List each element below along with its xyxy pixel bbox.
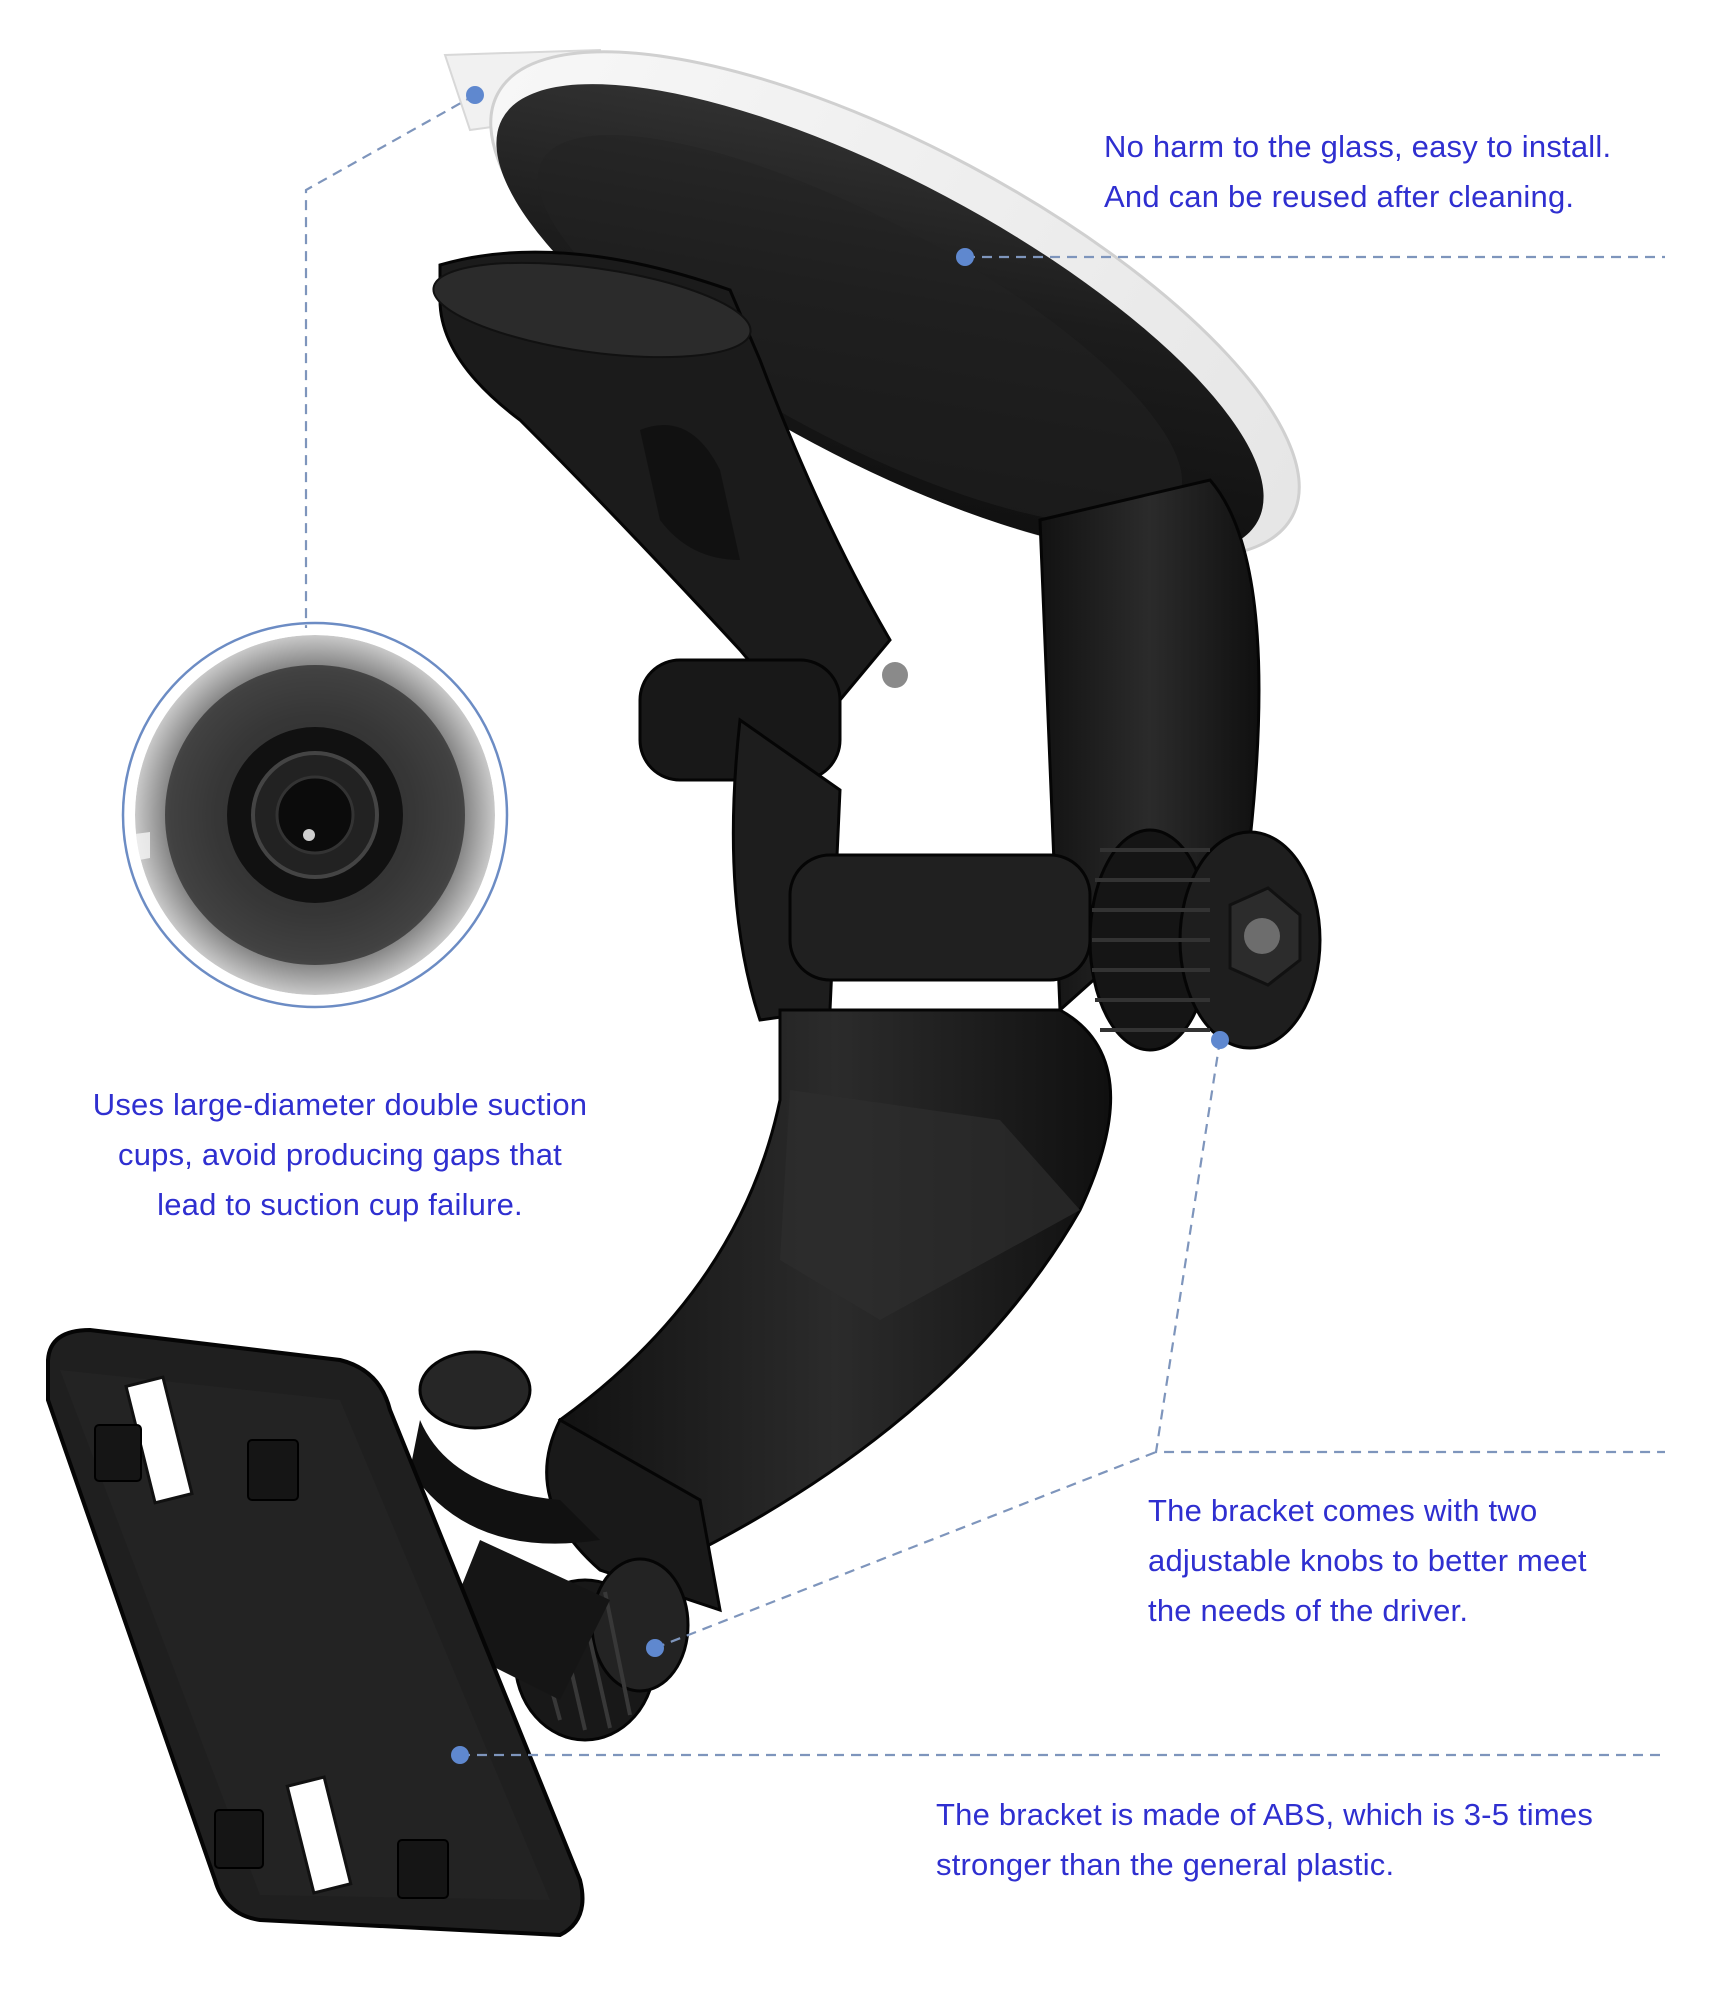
- callout-abs-material: The bracket is made of ABS, which is 3-5…: [936, 1790, 1593, 1890]
- callout-line: cups, avoid producing gaps that: [118, 1137, 562, 1172]
- curved-arm: [410, 1008, 1113, 1613]
- callout-suction-glass: No harm to the glass, easy to install. A…: [1104, 122, 1611, 222]
- mounting-plate: [46, 1327, 585, 1938]
- callout-line: adjustable knobs to better meet: [1148, 1543, 1587, 1578]
- callout-line: stronger than the general plastic.: [936, 1847, 1395, 1882]
- callout-adjustable-knobs: The bracket comes with two adjustable kn…: [1148, 1486, 1587, 1636]
- suction-cup: [443, 48, 1301, 560]
- leader-lines: [304, 94, 1665, 1757]
- callout-line: The bracket comes with two: [1148, 1493, 1538, 1528]
- suction-lever: [432, 250, 908, 782]
- suction-cup-closeup: [121, 621, 509, 1009]
- callout-double-suction: Uses large-diameter double suction cups,…: [40, 1080, 640, 1230]
- callout-line: Uses large-diameter double suction: [92, 1087, 588, 1122]
- leader-dots: [451, 86, 1229, 1764]
- vertical-bracket: [731, 478, 1261, 1022]
- lower-knob: [440, 1540, 690, 1742]
- callout-line: lead to suction cup failure.: [157, 1187, 523, 1222]
- callout-line: The bracket is made of ABS, which is 3-5…: [936, 1797, 1594, 1832]
- callout-line: No harm to the glass, easy to install.: [1104, 129, 1612, 164]
- upper-knob: [1088, 828, 1322, 1052]
- callout-line: And can be reused after cleaning.: [1104, 179, 1575, 214]
- callout-line: the needs of the driver.: [1148, 1593, 1469, 1628]
